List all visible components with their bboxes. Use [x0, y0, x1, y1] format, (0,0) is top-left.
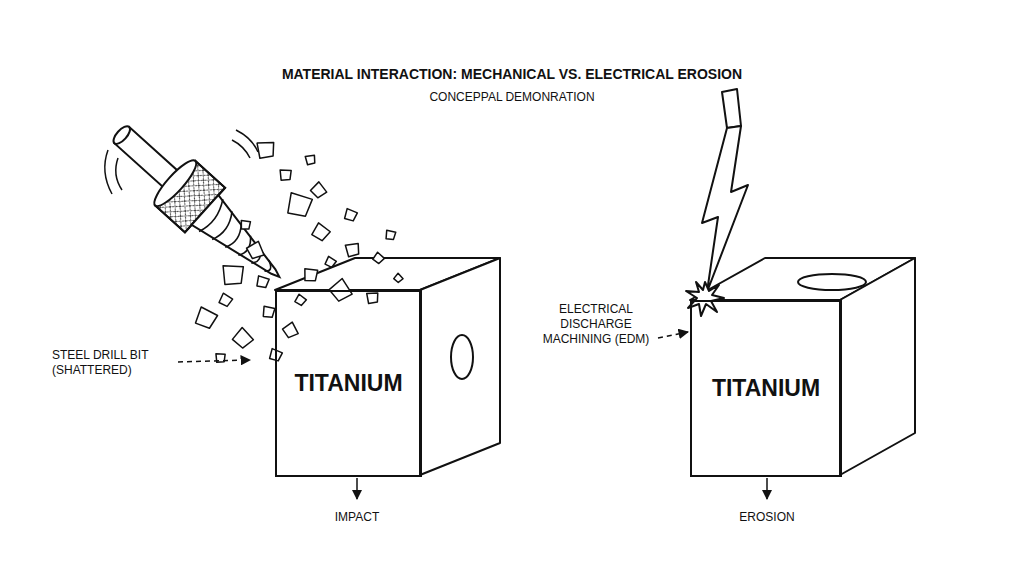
debris-fragment [219, 262, 246, 289]
debris-fragment [323, 255, 337, 269]
annotation-label: STEEL DRILL BIT (SHATTERED) [52, 348, 172, 378]
cube-side-face [840, 258, 915, 475]
debris-fragment [365, 291, 379, 305]
debris-fragment [309, 181, 328, 200]
debris-fragment [281, 321, 298, 338]
down-arrow [766, 478, 768, 499]
debris [191, 140, 404, 365]
debris-fragment [301, 266, 319, 284]
subtitle: CONCEPPAL DEMONRATION [312, 90, 712, 105]
down-arrow [356, 478, 358, 499]
annotation-label: ELECTRICAL DISCHARGE MACHINING (EDM) [538, 302, 654, 347]
leader-arrow [658, 332, 688, 338]
debris-fragment [255, 140, 276, 161]
debris-fragment [383, 228, 396, 241]
hole [451, 335, 473, 379]
flute-line [209, 211, 237, 241]
debris-fragment [260, 304, 276, 320]
material-block: TITANIUM [275, 290, 422, 477]
electrode [722, 89, 741, 128]
drill-head-face [149, 156, 201, 211]
debris-fragment [282, 189, 315, 222]
debris-fragment [214, 352, 226, 364]
lightning-bolt [702, 126, 748, 292]
material-block: TITANIUM [690, 300, 842, 477]
drill-shank-end [111, 124, 133, 147]
flute-line [262, 260, 275, 273]
eroded-hole [798, 274, 866, 290]
debris-fragment [278, 168, 293, 183]
debris-fragment [393, 273, 404, 284]
debris-fragment [293, 293, 307, 307]
debris-fragment [191, 304, 219, 332]
debris-fragment [254, 274, 270, 290]
annotation-label: EROSION [707, 510, 827, 525]
debris-fragment [342, 207, 359, 224]
annotation-label: IMPACT [307, 510, 407, 525]
debris-fragment [217, 292, 234, 309]
flute-line [196, 199, 228, 234]
block-label: TITANIUM [294, 370, 402, 397]
debris-fragment [371, 251, 385, 265]
cube-side-face [420, 258, 500, 475]
block-label: TITANIUM [712, 375, 820, 402]
motion-marks [105, 130, 258, 194]
debris-fragment [246, 241, 265, 260]
title: MATERIAL INTERACTION: MECHANICAL VS. ELE… [0, 66, 1024, 84]
debris-fragment [344, 242, 359, 257]
leader-arrow [178, 360, 250, 362]
debris-fragment [230, 326, 255, 351]
debris-fragment [305, 155, 316, 166]
debris-fragment [309, 221, 332, 244]
drill-bit [98, 109, 299, 299]
debris-fragment [239, 219, 252, 232]
drill-flute [192, 195, 293, 292]
